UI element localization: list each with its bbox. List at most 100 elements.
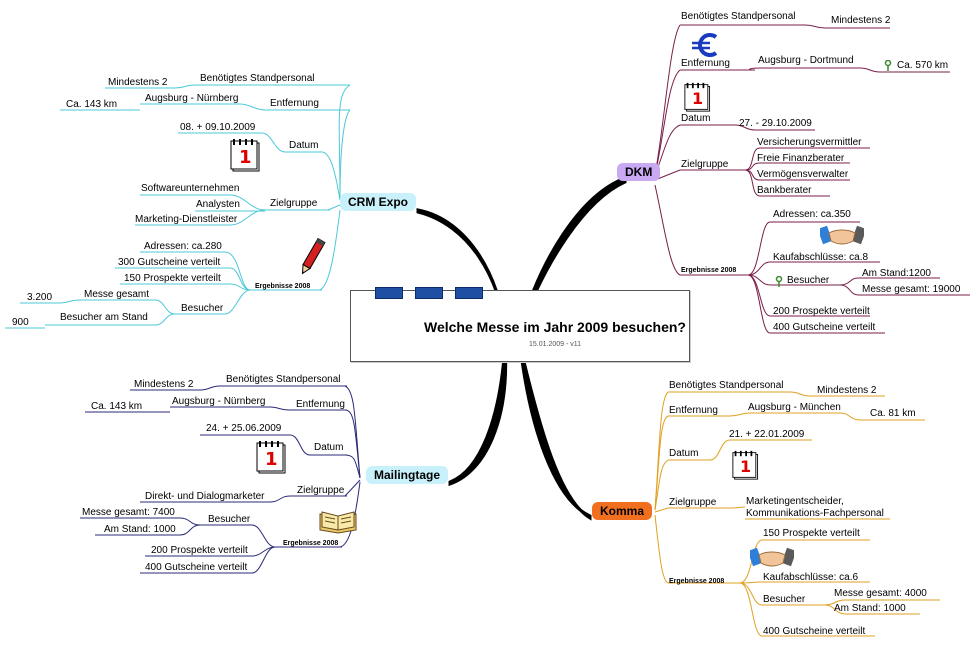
dkm-entfernung-route[interactable]: Augsburg - Dortmund [758,55,854,66]
komma-entfernung-km[interactable]: Ca. 81 km [870,408,916,419]
svg-text:1: 1 [740,457,751,476]
key-icon [775,276,783,287]
mailing-datum[interactable]: Datum [314,442,344,453]
central-title: Welche Messe im Jahr 2009 besuchen? [424,319,686,335]
decor-bar-icon [415,287,443,299]
dkm-zielgruppe-item[interactable]: Bankberater [757,185,812,196]
dkm-standpersonal[interactable]: Benötigtes Standpersonal [681,11,796,22]
komma-zielgruppe[interactable]: Zielgruppe [669,497,717,508]
topic-komma[interactable]: Komma [592,502,653,520]
crm-connectors [5,84,351,329]
crm-datum[interactable]: Datum [289,140,319,151]
mailing-gutscheine[interactable]: 400 Gutscheine verteilt [145,562,248,573]
dkm-datum[interactable]: Datum [681,113,711,124]
calendar-icon: 1 [256,441,286,474]
crm-zielgruppe-item[interactable]: Softwareunternehmen [141,183,240,194]
mailing-besucher[interactable]: Besucher [208,514,251,525]
mailing-standpersonal[interactable]: Benötigtes Standpersonal [226,374,341,385]
komma-messe-gesamt[interactable]: Messe gesamt: 4000 [834,588,927,599]
crm-adressen[interactable]: Adressen: ca.280 [144,241,222,252]
komma-standpersonal[interactable]: Benötigtes Standpersonal [669,380,784,391]
mailing-zielgruppe[interactable]: Zielgruppe [297,485,345,496]
komma-entfernung-route[interactable]: Augsburg - München [748,402,841,413]
crm-zielgruppe-item[interactable]: Analysten [196,199,240,210]
komma-prospekte[interactable]: 150 Prospekte verteilt [763,528,860,539]
mailing-datum-value[interactable]: 24. + 25.06.2009 [206,423,282,434]
komma-datum[interactable]: Datum [669,448,699,459]
dkm-zielgruppe-item[interactable]: Vermögensverwalter [757,169,849,180]
komma-besucher[interactable]: Besucher [763,594,806,605]
dkm-connectors [654,24,970,334]
mailing-zielgruppe-item[interactable]: Direkt- und Dialogmarketer [145,491,265,502]
dkm-kaufabschluesse[interactable]: Kaufabschlüsse: ca.8 [773,252,869,263]
komma-datum-value[interactable]: 21. + 22.01.2009 [729,429,805,440]
mailing-entfernung-route[interactable]: Augsburg - Nürnberg [172,396,266,407]
komma-gutscheine[interactable]: 400 Gutscheine verteilt [763,626,866,637]
komma-kaufabschluesse[interactable]: Kaufabschlüsse: ca.6 [763,572,859,583]
crm-prospekte[interactable]: 150 Prospekte verteilt [124,273,221,284]
dkm-prospekte[interactable]: 200 Prospekte verteilt [773,306,870,317]
topic-dkm[interactable]: DKM [617,163,661,181]
crm-standpersonal-value[interactable]: Mindestens 2 [108,77,168,88]
mailing-entfernung-km[interactable]: Ca. 143 km [91,401,143,412]
topic-mailingtage[interactable]: Mailingtage [366,466,449,484]
komma-am-stand[interactable]: Am Stand: 1000 [834,603,906,614]
crm-am-stand[interactable]: Besucher am Stand [60,312,148,323]
crm-besucher[interactable]: Besucher [181,303,224,314]
handshake-icon [750,547,794,567]
dkm-am-stand[interactable]: Am Stand:1200 [862,268,931,279]
dkm-datum-value[interactable]: 27. - 29.10.2009 [739,118,812,129]
mailing-ergebnisse[interactable]: Ergebnisse 2008 [283,540,339,547]
dkm-entfernung[interactable]: Entfernung [681,58,730,69]
komma-zielgruppe-item[interactable]: Marketingentscheider, [746,496,844,507]
crm-entfernung[interactable]: Entfernung [270,98,319,109]
crm-datum-value[interactable]: 08. + 09.10.2009 [180,122,256,133]
decor-bar-icon [375,287,403,299]
calendar-icon: 1 [684,82,711,112]
handshake-icon [820,225,864,245]
dkm-entfernung-km[interactable]: Ca. 570 km [897,60,949,71]
dkm-zielgruppe-item[interactable]: Freie Finanzberater [757,153,845,164]
central-subtitle: 15.01.2009 - v11 [528,341,582,348]
topic-crm-expo[interactable]: CRM Expo [340,193,416,211]
crm-zielgruppe-item[interactable]: Marketing-Dienstleister [135,214,238,225]
dkm-gutscheine[interactable]: 400 Gutscheine verteilt [773,322,876,333]
svg-text:1: 1 [239,147,252,168]
mailing-connectors [80,385,361,574]
komma-entfernung[interactable]: Entfernung [669,405,718,416]
mailing-messe-gesamt[interactable]: Messe gesamt: 7400 [82,507,175,518]
mailing-prospekte[interactable]: 200 Prospekte verteilt [151,545,248,556]
key-icon [884,60,892,71]
central-topic[interactable]: Welche Messe im Jahr 2009 besuchen? 15.0… [350,287,690,362]
crm-entfernung-km[interactable]: Ca. 143 km [66,99,118,110]
dkm-zielgruppe-item[interactable]: Versicherungsvermittler [757,137,862,148]
svg-text:1: 1 [692,89,703,108]
dkm-besucher[interactable]: Besucher [787,275,830,286]
komma-zielgruppe-item[interactable]: Kommunikations-Fachpersonal [746,508,884,519]
mailing-am-stand[interactable]: Am Stand: 1000 [104,524,176,535]
crm-messe-gesamt-value[interactable]: 3.200 [27,292,53,303]
dkm-zielgruppe[interactable]: Zielgruppe [681,159,729,170]
crm-zielgruppe[interactable]: Zielgruppe [270,198,318,209]
crm-gutscheine[interactable]: 300 Gutscheine verteilt [118,257,221,268]
crm-entfernung-route[interactable]: Augsburg - Nürnberg [145,93,239,104]
crm-messe-gesamt[interactable]: Messe gesamt [84,289,150,300]
dkm-ergebnisse[interactable]: Ergebnisse 2008 [681,267,737,274]
komma-standpersonal-value[interactable]: Mindestens 2 [817,385,877,396]
dkm-adressen[interactable]: Adressen: ca.350 [773,209,851,220]
crm-ergebnisse[interactable]: Ergebnisse 2008 [255,283,311,290]
pencil-icon [301,237,326,275]
mailing-standpersonal-value[interactable]: Mindestens 2 [134,379,194,390]
calendar-icon: 1 [230,139,260,172]
mailing-entfernung[interactable]: Entfernung [296,399,345,410]
dkm-messe-gesamt[interactable]: Messe gesamt: 19000 [862,284,961,295]
euro-icon [692,33,718,57]
komma-ergebnisse[interactable]: Ergebnisse 2008 [669,578,725,585]
dkm-standpersonal-value[interactable]: Mindestens 2 [831,15,891,26]
open-book-icon [319,511,357,534]
decor-bar-icon [455,287,483,299]
crm-am-stand-value[interactable]: 900 [12,317,29,328]
crm-standpersonal[interactable]: Benötigtes Standpersonal [200,73,315,84]
svg-text:1: 1 [265,449,278,470]
